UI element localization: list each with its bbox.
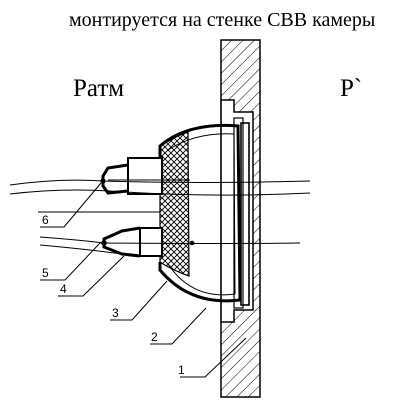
- part-label-6: 6: [42, 213, 49, 227]
- part-label-3: 3: [112, 306, 119, 320]
- wire-lines: [9, 179, 311, 255]
- part-label-4: 4: [60, 282, 67, 296]
- part-label-2: 2: [151, 330, 158, 344]
- chamber-pressure-label: P`: [340, 75, 362, 102]
- leader-lines: [38, 182, 247, 378]
- part-label-1: 1: [178, 363, 185, 377]
- atmospheric-pressure-label: Pатм: [73, 75, 124, 102]
- mounting-flange: [233, 117, 250, 309]
- chamber-wall: [220, 39, 261, 398]
- part-label-5: 5: [42, 266, 49, 280]
- sealing-compound: [159, 131, 190, 277]
- diagram-caption: монтируется на стенке СВВ камеры: [69, 9, 375, 31]
